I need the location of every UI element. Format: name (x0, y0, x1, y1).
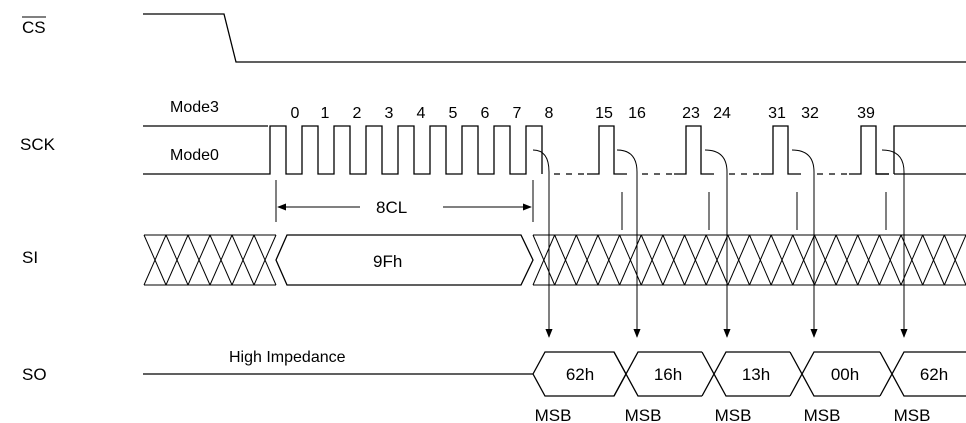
si-waveform (143, 234, 966, 286)
sck-mode3-tail (893, 125, 966, 174)
edge-curve (881, 149, 905, 173)
si-dont-care (209, 234, 233, 286)
so-byte-value: 62h (920, 365, 948, 384)
si-dont-care (143, 234, 167, 286)
sck-clock-pulse (761, 125, 801, 175)
clock-number: 31 (768, 105, 786, 122)
si-dont-care (943, 234, 966, 286)
si-dont-care (253, 234, 277, 286)
msb-label: MSB (625, 406, 662, 423)
so-byte-value: 16h (654, 365, 682, 384)
high-impedance-label: High Impedance (229, 349, 346, 366)
sck-signal-label: SCK (20, 135, 56, 154)
output-arrows (532, 149, 908, 338)
so-waveform (143, 351, 966, 397)
edge-curve (616, 149, 638, 173)
msb-label: MSB (804, 406, 841, 423)
clock-number: 7 (513, 105, 522, 122)
cs-signal-label: CS (22, 18, 46, 37)
clock-number: 2 (353, 105, 362, 122)
mode3-label: Mode3 (170, 99, 219, 116)
si-dont-care (857, 234, 880, 286)
si-dont-care (813, 234, 837, 286)
si-dont-care (187, 234, 211, 286)
so-byte-value: 62h (566, 365, 594, 384)
edge-curve (532, 149, 550, 173)
clock-number: 5 (449, 105, 458, 122)
si-data-label: 9Fh (373, 252, 402, 271)
so-signal-label: SO (22, 365, 47, 384)
si-signal-label: SI (22, 248, 38, 267)
sck-waveform (143, 125, 966, 175)
clock-number: 1 (321, 105, 330, 122)
so-data-byte (879, 351, 966, 397)
si-dont-care (231, 234, 255, 286)
sck-clock-pulse (587, 125, 627, 175)
clock-number: 15 (595, 105, 613, 122)
msb-label: MSB (715, 406, 752, 423)
si-dont-care (684, 234, 707, 286)
mode0-label: Mode0 (170, 147, 219, 164)
si-dont-care (749, 234, 772, 286)
si-dont-care (597, 234, 621, 286)
si-dont-care (640, 234, 664, 286)
si-dont-care (619, 234, 642, 286)
so-byte-value: 00h (831, 365, 859, 384)
si-data-byte (275, 234, 534, 286)
so-data-byte (789, 351, 880, 397)
clock-number: 39 (857, 105, 875, 122)
si-dont-care (554, 234, 577, 286)
so-byte-value: 13h (742, 365, 770, 384)
clock-number: 16 (628, 105, 646, 122)
si-dont-care (705, 234, 729, 286)
duration-label: 8CL (376, 198, 407, 217)
clock-number: 6 (481, 105, 490, 122)
si-dont-care (900, 234, 924, 286)
edge-curve (791, 149, 815, 173)
si-dont-care (878, 234, 902, 286)
msb-label: MSB (894, 406, 931, 423)
msb-labels: MSB MSB MSB MSB MSB (535, 406, 931, 423)
si-dont-care (727, 234, 750, 286)
clock-number: 23 (682, 105, 700, 122)
sck-clock-train (143, 125, 543, 175)
si-dont-care (532, 234, 556, 286)
cs-waveform (143, 13, 966, 63)
si-dont-care (922, 234, 945, 286)
si-dont-care (662, 234, 686, 286)
so-data-byte (613, 351, 702, 397)
clock-number: 32 (801, 105, 819, 122)
edge-curve (704, 149, 728, 173)
so-data-byte (701, 351, 790, 397)
msb-label: MSB (535, 406, 572, 423)
si-dont-care (835, 234, 859, 286)
so-byte-labels: 62h 16h 13h 00h 62h (566, 365, 948, 384)
si-dont-care (165, 234, 189, 286)
clock-number: 4 (417, 105, 426, 122)
sck-clock-pulse (674, 125, 714, 175)
si-dont-care (575, 234, 599, 286)
si-dont-care (770, 234, 794, 286)
clock-number: 0 (291, 105, 300, 122)
si-dont-care (792, 234, 815, 286)
clock-number: 8 (545, 105, 554, 122)
clock-number: 3 (385, 105, 394, 122)
clock-number: 24 (713, 105, 731, 122)
